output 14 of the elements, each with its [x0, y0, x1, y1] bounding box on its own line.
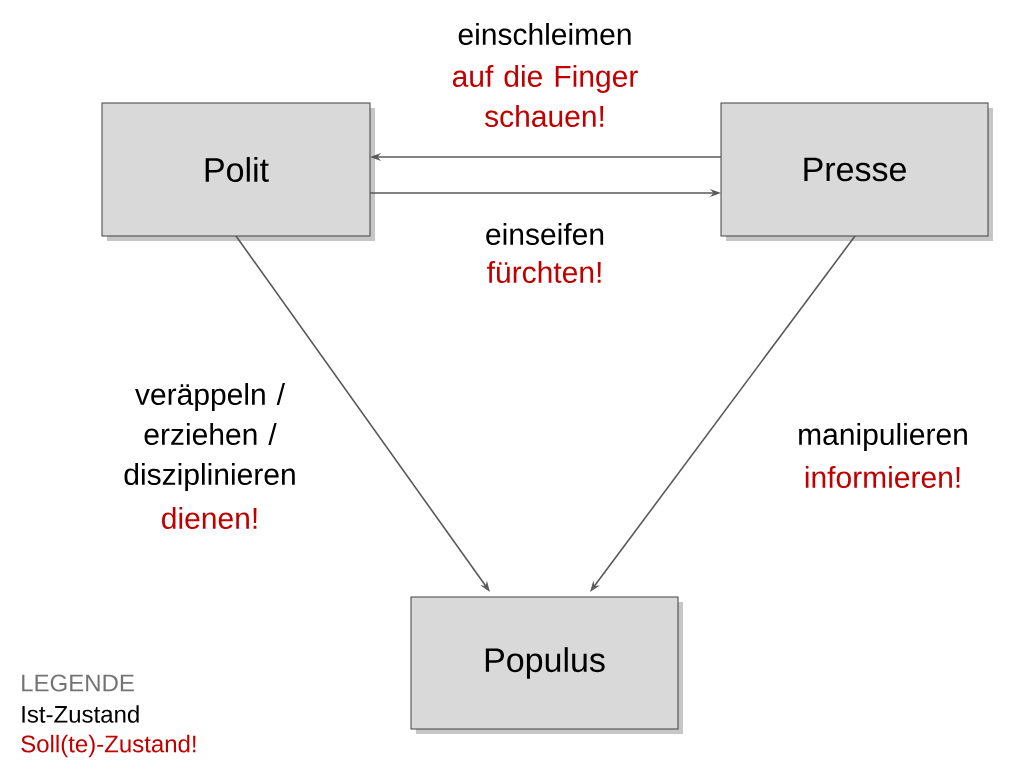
- legend-entry: Ist-Zustand: [22, 705, 139, 723]
- edge-label: veräppeln / erziehen / disziplinieren: [124, 383, 295, 491]
- legend-heading: LEGENDE: [22, 674, 134, 692]
- edge-label: einseifen: [486, 223, 604, 245]
- edge-label: manipulieren: [799, 423, 967, 451]
- legend-entry: Soll(te)-Zustand!: [21, 734, 196, 758]
- target-note: dienen!: [162, 507, 257, 530]
- target-note: fürchten!: [487, 261, 601, 283]
- process-box: Presse: [720, 102, 993, 241]
- process-box: Populus: [410, 596, 683, 734]
- edge-label: einschleimen: [458, 23, 631, 45]
- target-note: informieren!: [805, 466, 960, 489]
- process-box: Polit: [101, 102, 375, 241]
- target-note: auf die Finger schauen!: [452, 65, 638, 127]
